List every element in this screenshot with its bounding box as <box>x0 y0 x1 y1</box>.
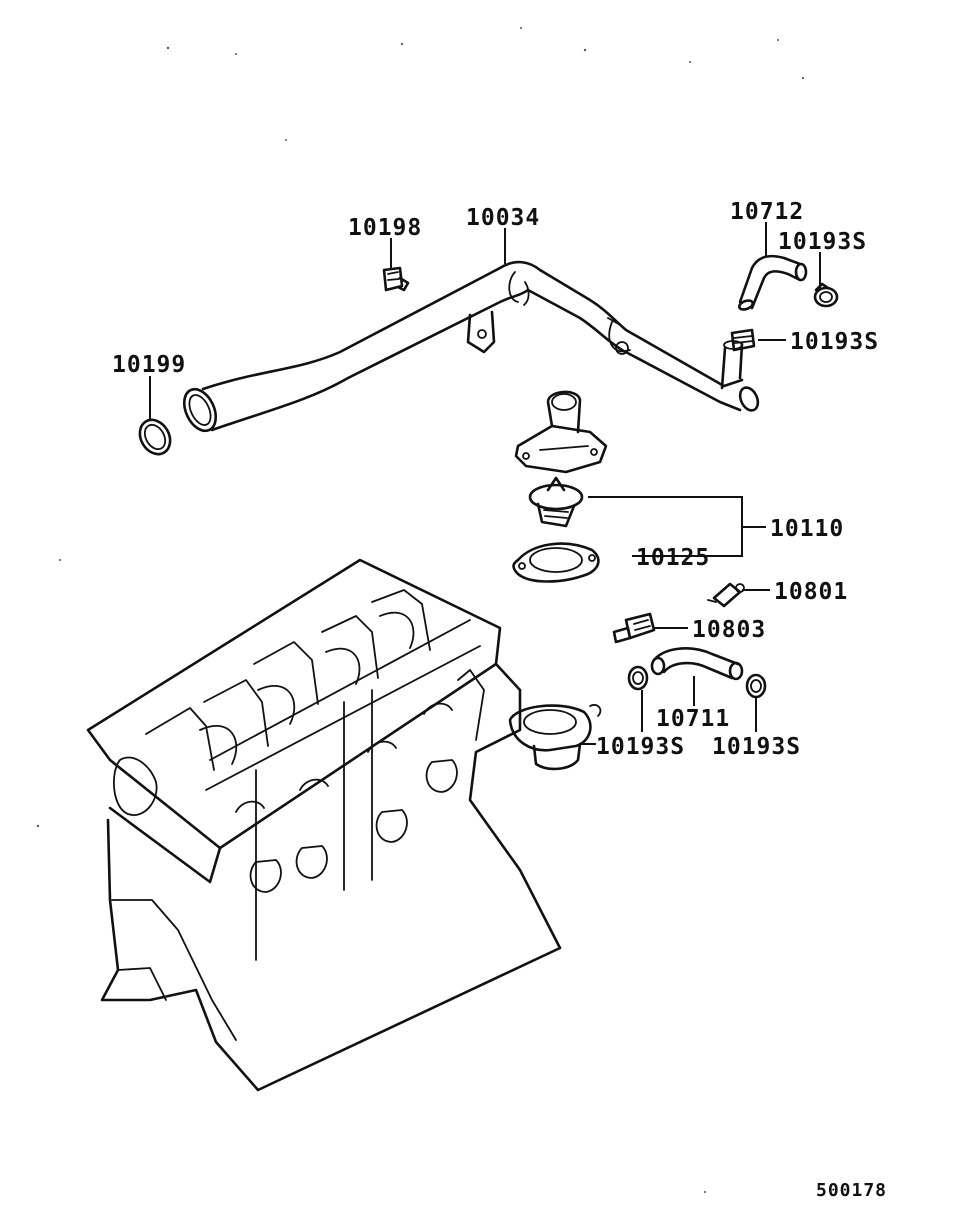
gasket-10125 <box>512 542 600 583</box>
label-10711: 10711 <box>656 706 730 732</box>
hose-clip-lower-b <box>745 673 767 699</box>
scan-specks <box>36 27 805 1193</box>
label-10193s-lower-left: 10193S <box>596 734 685 760</box>
label-10803: 10803 <box>692 617 766 643</box>
label-10193s-upper-right: 10193S <box>778 229 867 255</box>
sensor-10801 <box>707 582 745 608</box>
hose-10712 <box>737 254 808 311</box>
label-10712: 10712 <box>730 199 804 225</box>
label-10125: 10125 <box>636 545 710 571</box>
sensor-10803 <box>612 612 656 644</box>
leader-lines <box>149 222 821 745</box>
thermostat-case <box>514 390 608 474</box>
label-10110: 10110 <box>770 516 844 542</box>
water-pipe-10034 <box>182 260 760 433</box>
bolt-10198 <box>382 266 410 292</box>
diagram-reference-number: 500178 <box>816 1180 887 1201</box>
label-10193s-lower-right: 10193S <box>712 734 801 760</box>
hose-10711 <box>650 647 744 681</box>
water-inlet-fitting <box>508 704 602 771</box>
thermostat <box>528 476 584 528</box>
label-10801: 10801 <box>774 579 848 605</box>
engine-block <box>86 558 562 1092</box>
o-ring-10199 <box>138 418 172 456</box>
label-10193s-upper-middle: 10193S <box>790 329 879 355</box>
label-10199: 10199 <box>112 352 186 378</box>
label-10034: 10034 <box>466 205 540 231</box>
hose-clip-upper-b <box>730 328 756 352</box>
hose-clip-lower-a <box>627 665 649 691</box>
hose-clip-upper-a <box>813 282 839 308</box>
label-10198: 10198 <box>348 215 422 241</box>
